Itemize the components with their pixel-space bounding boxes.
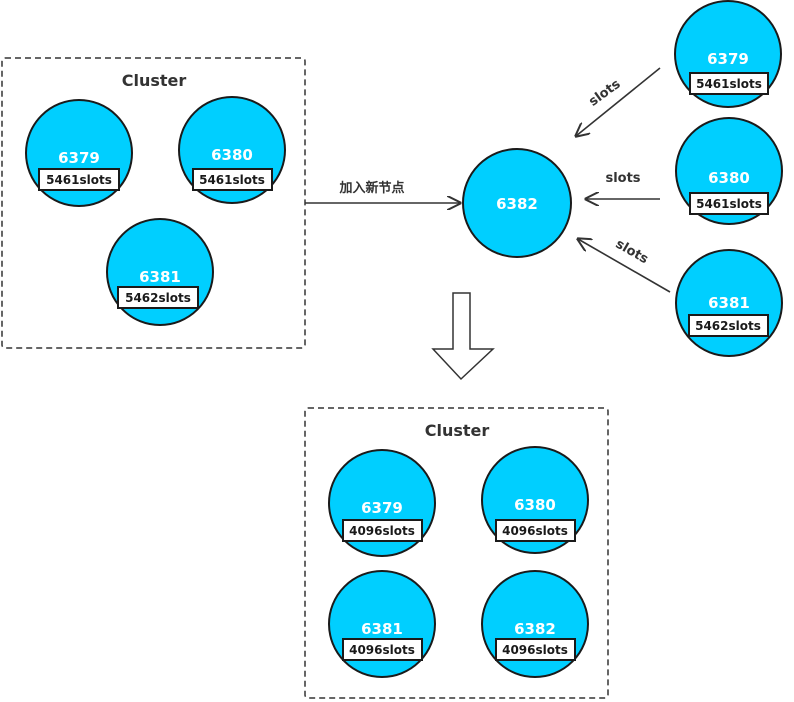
result-node-6382: 6382 4096slots [481,570,589,678]
node-circle [462,148,572,258]
slot-count-label: 5461slots [696,197,762,211]
slot-count-label: 5461slots [199,173,265,187]
result-cluster-frame [304,407,609,699]
slot-count-label: 4096slots [349,524,415,538]
slot-count-label: 5461slots [46,173,112,187]
slot-count-label: 4096slots [502,524,568,538]
node-port-label: 6382 [514,620,556,638]
slot-count-box [689,72,769,95]
result-node-6379: 6379 4096slots [328,449,436,557]
add-node-label: 加入新节点 [338,180,404,196]
node-port-label: 6382 [496,195,538,213]
result-node-6381: 6381 4096slots [328,570,436,678]
node-port-label: 6380 [708,169,750,187]
top-cluster-node-6381: 6381 5462slots [106,218,214,326]
slot-count-box [342,638,423,661]
slot-count-label: 4096slots [349,643,415,657]
slot-count-label: 4096slots [502,643,568,657]
source-node-6381: 6381 5462slots [675,249,783,357]
slots-edge-label-6379: slots [586,77,623,110]
node-port-label: 6381 [361,620,403,638]
slot-count-box [688,314,769,337]
slot-count-box [342,519,423,542]
source-node-6379: 6379 5461slots [674,0,782,108]
node-port-label: 6379 [361,499,403,517]
slot-count-box [192,168,273,191]
slots-arrow-from-6381 [578,239,671,293]
slot-count-label: 5462slots [125,291,191,305]
slots-edge-label-6380: slots [605,171,640,186]
slots-arrow-from-6379 [576,67,661,136]
node-port-label: 6381 [708,294,750,312]
slot-count-box [117,286,199,309]
slot-count-box [495,519,576,542]
result-down-arrow-icon [431,292,495,381]
node-port-label: 6381 [139,268,181,286]
top-cluster-node-6380: 6380 5461slots [178,96,286,204]
node-port-label: 6379 [707,50,749,68]
slot-count-box [495,638,576,661]
result-node-6380: 6380 4096slots [481,446,589,554]
result-cluster-title: Cluster [425,421,490,440]
node-port-label: 6379 [58,149,100,167]
slot-count-label: 5461slots [696,77,762,91]
node-port-label: 6380 [211,146,253,164]
new-node-6382: 6382 [462,148,572,258]
top-cluster-node-6379: 6379 5461slots [25,99,133,207]
node-port-label: 6380 [514,496,556,514]
top-cluster-title: Cluster [122,71,187,90]
slot-count-label: 5462slots [695,319,761,333]
slot-count-box [689,192,769,215]
source-node-6380: 6380 5461slots [675,117,783,225]
slot-count-box [38,168,120,191]
